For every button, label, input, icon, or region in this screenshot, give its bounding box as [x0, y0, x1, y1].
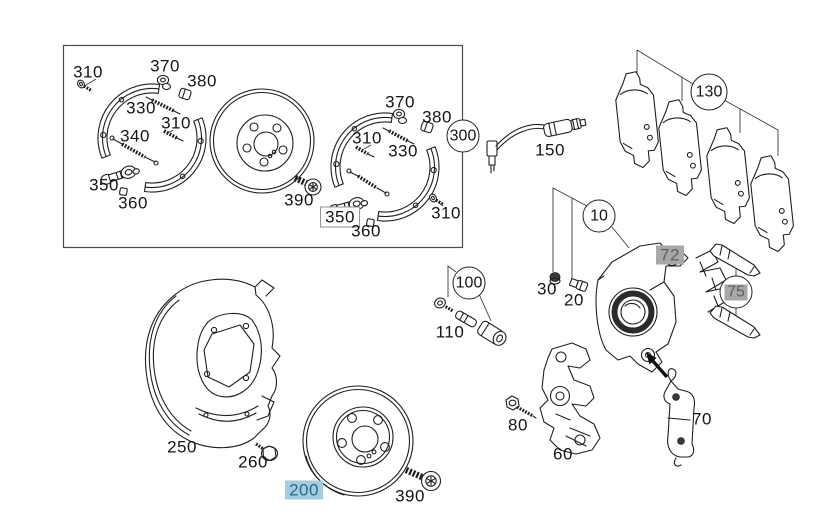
retaining-spring-drawing: [663, 368, 696, 467]
callout-75-guide-pins[interactable]: 75: [719, 275, 753, 309]
callout-370-shoe-kit-right[interactable]: 370: [385, 92, 415, 112]
callout-70-retaining-spring[interactable]: 70: [692, 409, 712, 429]
shoe-kit-right-drawing: [314, 96, 456, 238]
callout-390-disc-screw[interactable]: 390: [395, 486, 425, 506]
inset-leader-lines: [85, 78, 444, 207]
callout-10-caliper[interactable]: 10: [582, 199, 616, 233]
callout-330-shoe-kit-right[interactable]: 330: [388, 141, 418, 161]
bolt-80-drawing: [505, 395, 537, 419]
callout-150-wear-sensor[interactable]: 150: [535, 140, 565, 160]
callout-60-carrier[interactable]: 60: [553, 444, 573, 464]
brake-disc-drawing: [302, 385, 414, 497]
disc-screw-drawing: [404, 467, 442, 492]
callout-100-bolt[interactable]: 100: [452, 266, 486, 300]
callout-350-shoe-kit-right[interactable]: 350: [320, 206, 360, 228]
splash-shield-drawing: [144, 278, 281, 449]
callout-30-cap[interactable]: 30: [537, 279, 557, 299]
callout-130-brake-pads[interactable]: 130: [690, 73, 728, 111]
callout-380-shoe-kit-left[interactable]: 380: [187, 71, 217, 91]
callout-360-shoe-kit-left[interactable]: 360: [118, 193, 148, 213]
bolt-260-drawing: [255, 442, 279, 462]
callout-200-brake-disc-selected[interactable]: 200: [285, 480, 323, 500]
callout-330-shoe-kit-left[interactable]: 330: [126, 98, 156, 118]
callout-80-bolt[interactable]: 80: [508, 415, 528, 435]
callout-250-splash-shield[interactable]: 250: [167, 437, 197, 457]
brake-pads-drawing: [612, 49, 797, 255]
bolt-sleeve-drawing: [434, 265, 507, 346]
callout-340-shoe-kit-left[interactable]: 340: [120, 126, 150, 146]
callout-300-shoe-assembly[interactable]: 300: [446, 119, 480, 153]
callout-75-highlight: 75: [724, 284, 748, 300]
callout-110-sleeve[interactable]: 110: [435, 322, 465, 342]
callout-20-bleeder-screw[interactable]: 20: [564, 290, 584, 310]
callout-310-shoe-kit-right-a[interactable]: 310: [352, 128, 382, 148]
callout-390-disc-screw-inset[interactable]: 390: [284, 190, 314, 210]
callout-72-retainer-clip[interactable]: 72: [656, 245, 684, 265]
shoe-kit-left-drawing: [74, 67, 223, 209]
carrier-drawing: [539, 342, 601, 455]
disc-screw-inset-drawing: [293, 175, 322, 196]
wear-sensor-drawing: [486, 118, 587, 174]
callout-310-shoe-kit-right-b[interactable]: 310: [431, 203, 461, 223]
guide-pins-drawing: [709, 243, 761, 339]
callout-370-shoe-kit-left[interactable]: 370: [150, 56, 180, 76]
callout-350-shoe-kit-left[interactable]: 350: [89, 175, 119, 195]
caliper-drawing: [549, 187, 689, 379]
brake-disc-inset-drawing: [209, 88, 315, 194]
callout-360-shoe-kit-right[interactable]: 360: [351, 221, 381, 241]
callout-260-bolt[interactable]: 260: [238, 452, 268, 472]
callout-380-shoe-kit-right[interactable]: 380: [422, 107, 452, 127]
callout-310-shoe-kit-left-b[interactable]: 310: [161, 113, 191, 133]
callout-310-shoe-kit-left-a[interactable]: 310: [73, 62, 103, 82]
